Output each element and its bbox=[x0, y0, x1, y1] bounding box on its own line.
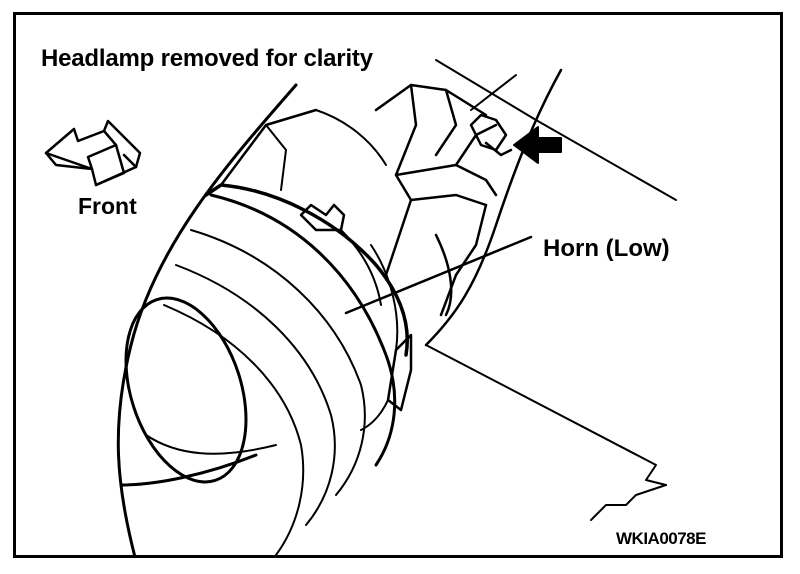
horn-low bbox=[204, 108, 409, 357]
bracket-tab bbox=[386, 333, 413, 412]
callout-leader-horn bbox=[344, 235, 533, 315]
pointer-arrow-icon bbox=[513, 126, 562, 164]
horn-illustration bbox=[44, 59, 677, 555]
front-arrow-icon bbox=[44, 119, 142, 187]
horn-bracket bbox=[374, 83, 513, 317]
front-label: Front bbox=[78, 193, 137, 219]
callout-horn-low: Horn (Low) bbox=[543, 235, 670, 262]
diagram-title: Headlamp removed for clarity bbox=[41, 45, 373, 72]
lamp-opening bbox=[124, 296, 248, 484]
diagram-frame: Headlamp removed for clarity Front Horn … bbox=[13, 12, 783, 558]
figure-code: WKIA0078E bbox=[616, 529, 706, 548]
housing-rings bbox=[163, 193, 397, 555]
